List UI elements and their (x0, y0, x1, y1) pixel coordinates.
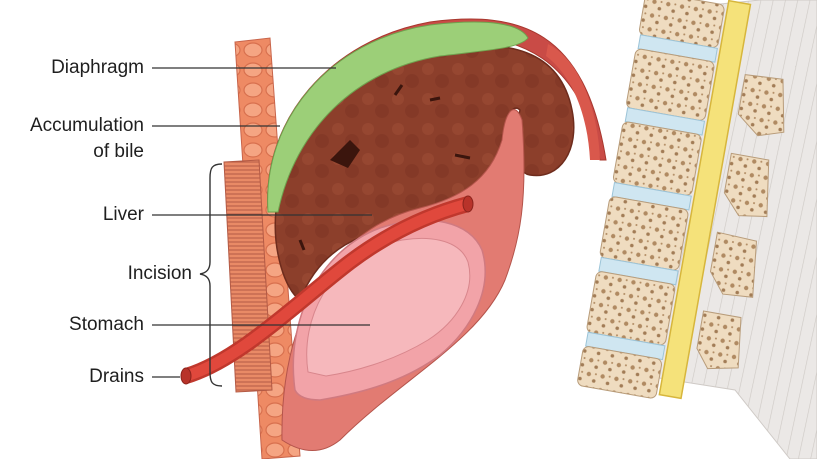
drain-tube-opening-inner (463, 196, 473, 212)
label-liver: Liver (20, 204, 144, 226)
label-accumulation-line2: of bile (4, 141, 144, 163)
label-incision: Incision (20, 263, 192, 285)
drain-tube-opening-outer (181, 368, 191, 384)
liver-vessel (430, 98, 440, 100)
label-diaphragm: Diaphragm (20, 57, 144, 79)
label-accumulation-line1: Accumulation (4, 115, 144, 137)
label-stomach: Stomach (20, 314, 144, 336)
stomach-lumen (307, 238, 470, 376)
label-drains: Drains (20, 366, 144, 388)
